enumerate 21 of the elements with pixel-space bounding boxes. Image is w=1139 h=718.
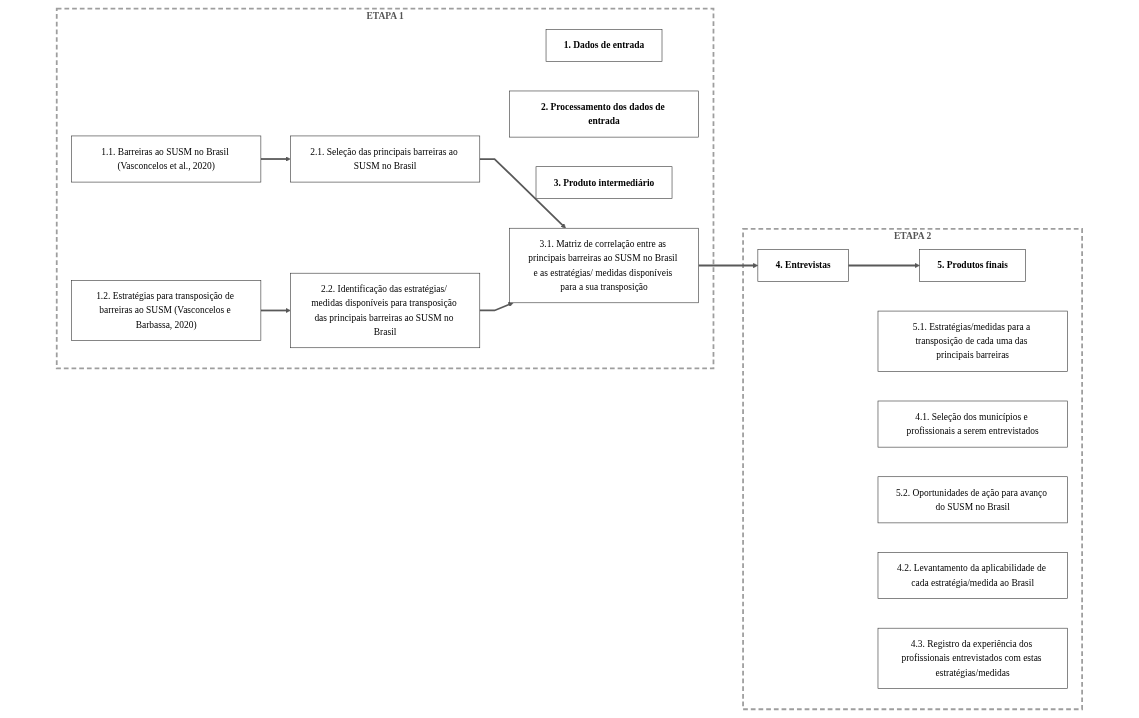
node-box: 2. Processamento dos dados de entrada	[509, 90, 700, 138]
node-box: 1. Dados de entrada	[545, 29, 663, 62]
node-box: 4.3. Registro da experiência dos profissionais entrevistados com estas estratégias/medidas	[877, 627, 1068, 689]
node-box: 4.1. Seleção dos municípios e profissionais a serem entrevistados	[877, 400, 1068, 448]
arrow	[478, 158, 566, 229]
node-box: 5.2. Oportunidades de ação para avanço do SUSM no Brasil	[877, 476, 1068, 524]
arrow	[697, 262, 759, 269]
node-box: 3.1. Matriz de correlação entre as principais barreiras ao SUSM no Brasil e as estratégias/ medidas disponíveis para a sua transposição	[509, 227, 700, 304]
node-box: 4. Entrevistas	[757, 249, 849, 282]
arrow	[260, 156, 291, 162]
arrow	[260, 307, 291, 314]
node-box: 5. Produtos finais	[919, 249, 1027, 282]
node-box: 5.1. Estratégias/medidas para a transposição de cada uma das principais barreiras	[877, 310, 1068, 372]
node-box: 1.1. Barreiras ao SUSM no Brasil (Vasconcelos et al., 2020)	[71, 135, 262, 183]
node-box: 4.2. Levantamento da aplicabilidade de cada estratégia/medida ao Brasil	[877, 552, 1068, 599]
node-box: 2.1. Seleção das principais barreiras ao SUSM no Brasil	[290, 135, 481, 183]
arrow	[478, 302, 514, 312]
arrow	[847, 262, 920, 269]
node-box: 3. Produto intermediário	[535, 166, 673, 199]
node-box: 1.2. Estratégias para transposição de barreiras ao SUSM (Vasconcelos e Barbassa, 2020)	[71, 280, 262, 341]
node-box: 2.2. Identificação das estratégias/ medidas disponíveis para transposição das principais barreiras ao SUSM no Brasil	[290, 272, 481, 349]
